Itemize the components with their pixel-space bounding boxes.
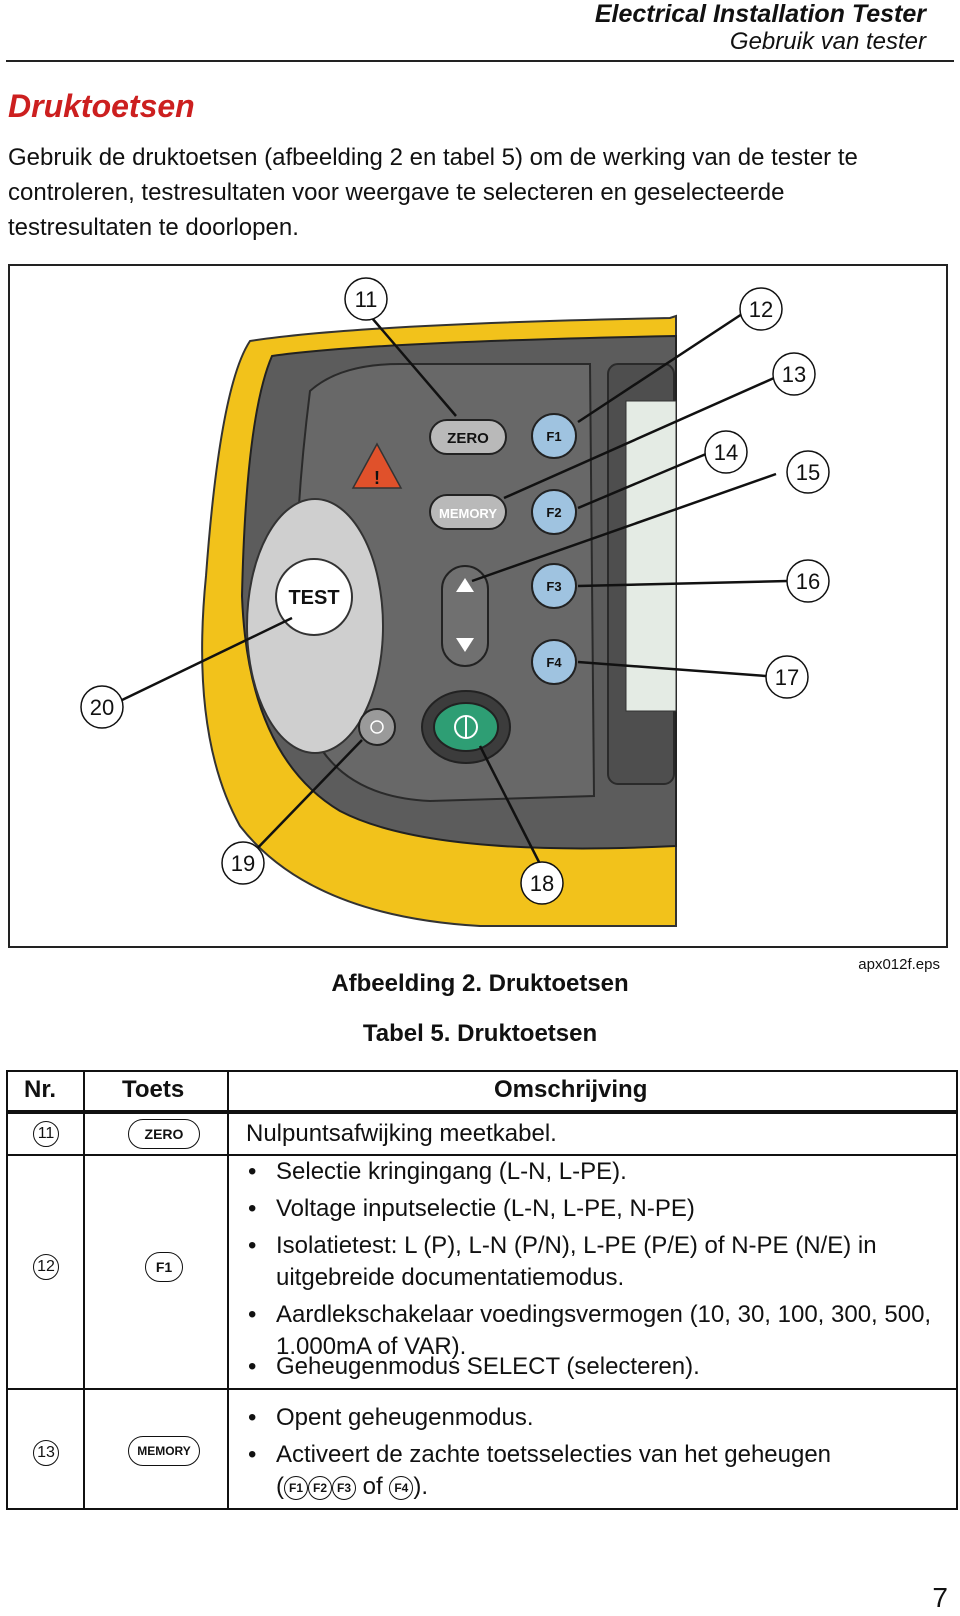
pushbutton-table: Nr. Toets Omschrijving 11 ZERO Nulpuntsa… <box>6 1070 958 1558</box>
backlight-icon <box>370 720 384 734</box>
f4-button <box>531 639 577 685</box>
f1-button <box>531 413 577 459</box>
arrow-rocker <box>441 565 489 667</box>
close-paren: ). <box>413 1473 429 1500</box>
f4-key-icon: F4 <box>389 1476 414 1500</box>
up-arrow-icon <box>456 578 474 592</box>
test-key-label: TEST <box>288 587 339 609</box>
warning-mark: ! <box>374 468 380 488</box>
callout-13: 13 <box>782 362 806 387</box>
row-number: 12 <box>33 1254 59 1280</box>
figure-filename: apx012f.eps <box>858 956 940 973</box>
section-title: Druktoetsen <box>8 88 195 124</box>
bullet-item: Geheugenmodus SELECT (selecteren). <box>246 1351 946 1383</box>
f2-key-icon: F2 <box>308 1476 332 1500</box>
running-header-subtitle: Gebruik van tester <box>729 28 926 55</box>
f1-key-label: F1 <box>546 429 561 444</box>
power-icon <box>454 715 478 739</box>
callout-16: 16 <box>796 569 820 594</box>
test-button <box>275 558 353 636</box>
col-header-nr: Nr. <box>24 1076 57 1103</box>
down-arrow-icon <box>456 638 474 652</box>
memory-key-icon: MEMORY <box>128 1436 200 1466</box>
f2-button <box>531 489 577 535</box>
f1-key-icon: F1 <box>284 1476 308 1500</box>
leader-lines <box>121 312 789 865</box>
callout-11: 11 <box>355 287 378 312</box>
running-header-title: Electrical Installation Tester <box>594 0 926 28</box>
f4-key-label: F4 <box>546 655 562 670</box>
f1-key-icon: F1 <box>145 1252 183 1282</box>
memory-button <box>429 494 507 530</box>
zero-key-label: ZERO <box>447 430 489 447</box>
table-caption: Tabel 5. Druktoetsen <box>362 1020 598 1047</box>
callout-18: 18 <box>530 871 554 896</box>
figure-caption: Afbeelding 2. Druktoetsen <box>331 970 629 997</box>
zero-key-icon: ZERO <box>128 1119 200 1149</box>
callout-12: 12 <box>749 297 773 322</box>
callout-19: 19 <box>231 851 255 876</box>
col-header-omschrijving: Omschrijving <box>494 1076 648 1103</box>
row-description: Nulpuntsafwijking meetkabel. <box>246 1120 557 1147</box>
bullet-item: Voltage inputselectie (L-N, L-PE, N-PE) <box>246 1193 946 1225</box>
page-number: 7 <box>932 1582 948 1613</box>
open-paren: ( <box>276 1473 284 1500</box>
col-header-toets: Toets <box>122 1076 185 1103</box>
bullet-item: Opent geheugenmodus. <box>246 1402 946 1434</box>
header-rule <box>6 60 954 62</box>
row-number: 13 <box>33 1440 59 1466</box>
backlight-button <box>358 708 396 746</box>
callout-15: 15 <box>796 460 820 485</box>
intro-paragraph: Gebruik de druktoetsen (afbeelding 2 en … <box>8 144 858 241</box>
zero-button <box>429 419 507 455</box>
bullet-item: Selectie kringingang (L-N, L-PE). <box>246 1156 946 1188</box>
of-word: of <box>362 1473 383 1500</box>
callout-17: 17 <box>775 665 799 690</box>
bullet-item: Activeert de zachte toetsselecties van h… <box>246 1439 946 1471</box>
display-screen <box>625 400 677 712</box>
bullet-item: Isolatietest: L (P), L-N (P/N), L-PE (P/… <box>246 1230 946 1294</box>
f3-key-label: F3 <box>546 579 561 594</box>
f3-button <box>531 563 577 609</box>
row-number: 11 <box>33 1121 59 1147</box>
callout-14: 14 <box>714 440 738 465</box>
callout-20: 20 <box>90 695 114 720</box>
f3-key-icon: F3 <box>332 1476 356 1500</box>
warning-icon <box>351 442 403 489</box>
memory-key-label: MEMORY <box>439 506 497 521</box>
figure-pushbuttons: ZERO MEMORY F1 F2 F3 F4 TEST ! 11 12 13 … <box>8 264 948 948</box>
f2-key-label: F2 <box>546 505 561 520</box>
tester-illustration: ZERO MEMORY F1 F2 F3 F4 TEST ! 11 12 13 … <box>80 277 830 927</box>
